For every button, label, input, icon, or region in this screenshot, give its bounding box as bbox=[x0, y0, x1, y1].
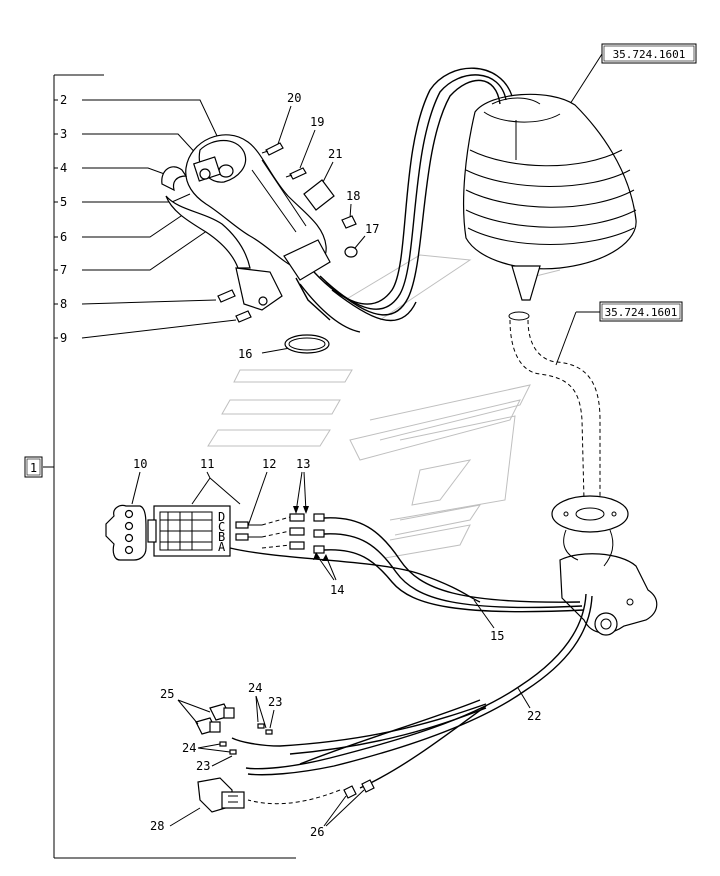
svg-text:19: 19 bbox=[310, 115, 324, 129]
label-22: 22 bbox=[517, 687, 541, 723]
label-14: 14 bbox=[313, 552, 344, 597]
connector-25[interactable] bbox=[195, 703, 235, 735]
connector-housing-11[interactable]: D C B A bbox=[147, 505, 231, 557]
pin-label-b: B bbox=[218, 530, 225, 544]
screw-9 bbox=[235, 310, 252, 323]
joystick-grip[interactable] bbox=[161, 134, 331, 311]
svg-text:9: 9 bbox=[60, 331, 67, 345]
pin-label-a: A bbox=[218, 540, 226, 554]
label-25: 25 bbox=[160, 687, 211, 725]
label-24-upper: 24 bbox=[248, 681, 267, 729]
svg-text:15: 15 bbox=[490, 629, 504, 643]
svg-text:2: 2 bbox=[60, 93, 67, 107]
ref-code-top: 35.724.1601 bbox=[613, 48, 686, 61]
svg-text:11: 11 bbox=[200, 457, 214, 471]
svg-text:7: 7 bbox=[60, 263, 67, 277]
svg-text:12: 12 bbox=[262, 457, 276, 471]
label-11: 11 bbox=[191, 457, 241, 505]
svg-text:20: 20 bbox=[287, 91, 301, 105]
svg-text:23: 23 bbox=[268, 695, 282, 709]
svg-text:16: 16 bbox=[238, 347, 252, 361]
label-3: 3 bbox=[54, 127, 201, 159]
svg-text:25: 25 bbox=[160, 687, 174, 701]
label-12: 12 bbox=[247, 457, 276, 527]
ref-code-mid: 35.724.1601 bbox=[605, 306, 678, 319]
upper-wire-harness bbox=[295, 67, 513, 333]
label-6: 6 bbox=[54, 213, 185, 244]
label-10: 10 bbox=[131, 457, 147, 505]
pin-label-c: C bbox=[218, 520, 225, 534]
svg-text:26: 26 bbox=[310, 825, 324, 839]
svg-text:6: 6 bbox=[60, 230, 67, 244]
screw-20 bbox=[261, 142, 284, 156]
svg-text:21: 21 bbox=[328, 147, 342, 161]
label-19: 19 bbox=[299, 115, 324, 169]
mounting-plate[interactable] bbox=[551, 495, 658, 636]
connector-plug-10[interactable] bbox=[105, 504, 147, 561]
svg-text:10: 10 bbox=[133, 457, 147, 471]
label-9: 9 bbox=[54, 319, 237, 345]
svg-text:24: 24 bbox=[182, 741, 196, 755]
harness-22 bbox=[231, 593, 593, 805]
label-15: 15 bbox=[473, 599, 504, 643]
rubber-boot-bellows[interactable] bbox=[463, 93, 637, 301]
label-sticker-21 bbox=[303, 179, 335, 211]
label-20: 20 bbox=[277, 91, 301, 145]
pin-leads bbox=[261, 516, 291, 549]
svg-text:3: 3 bbox=[60, 127, 67, 141]
reference-box-top[interactable]: 35.724.1601 bbox=[569, 43, 697, 105]
terminals-26 bbox=[343, 779, 375, 799]
svg-text:28: 28 bbox=[150, 819, 164, 833]
label-7: 7 bbox=[54, 225, 215, 277]
svg-text:23: 23 bbox=[196, 759, 210, 773]
label-23-upper: 23 bbox=[268, 695, 282, 729]
label-8: 8 bbox=[54, 297, 217, 311]
terminal-pins-12 bbox=[235, 521, 262, 541]
screw-8 bbox=[217, 289, 236, 303]
terminals-24-23-upper bbox=[257, 723, 273, 735]
label-23-lower: 23 bbox=[196, 755, 233, 773]
connector-28[interactable] bbox=[197, 777, 245, 813]
svg-text:22: 22 bbox=[527, 709, 541, 723]
group-label: 1 bbox=[30, 461, 37, 475]
svg-text:18: 18 bbox=[346, 189, 360, 203]
label-28: 28 bbox=[150, 807, 201, 833]
label-18: 18 bbox=[346, 189, 360, 219]
group-bracket: 1 bbox=[24, 74, 296, 859]
terminal-pins-13 bbox=[289, 513, 325, 554]
label-17: 17 bbox=[354, 222, 379, 249]
svg-text:13: 13 bbox=[296, 457, 310, 471]
harness-15 bbox=[229, 517, 585, 613]
nut-18 bbox=[341, 215, 357, 229]
svg-text:17: 17 bbox=[365, 222, 379, 236]
svg-text:8: 8 bbox=[60, 297, 67, 311]
svg-text:14: 14 bbox=[330, 583, 344, 597]
screw-19 bbox=[285, 167, 307, 180]
pin-label-d: D bbox=[218, 510, 225, 524]
svg-text:24: 24 bbox=[248, 681, 262, 695]
background-housing-outline bbox=[207, 254, 561, 559]
svg-text:4: 4 bbox=[60, 161, 67, 175]
retaining-ring-16 bbox=[284, 334, 330, 354]
label-24-lower: 24 bbox=[182, 741, 231, 755]
cable-conduit bbox=[508, 311, 601, 501]
label-4: 4 bbox=[54, 161, 171, 177]
label-13: 13 bbox=[293, 457, 310, 514]
label-2: 2 bbox=[54, 93, 219, 139]
label-16: 16 bbox=[238, 347, 291, 361]
label-26: 26 bbox=[310, 789, 365, 839]
svg-text:5: 5 bbox=[60, 195, 67, 209]
reference-box-mid[interactable]: 35.724.1601 bbox=[555, 301, 683, 366]
washer-17 bbox=[344, 246, 358, 258]
